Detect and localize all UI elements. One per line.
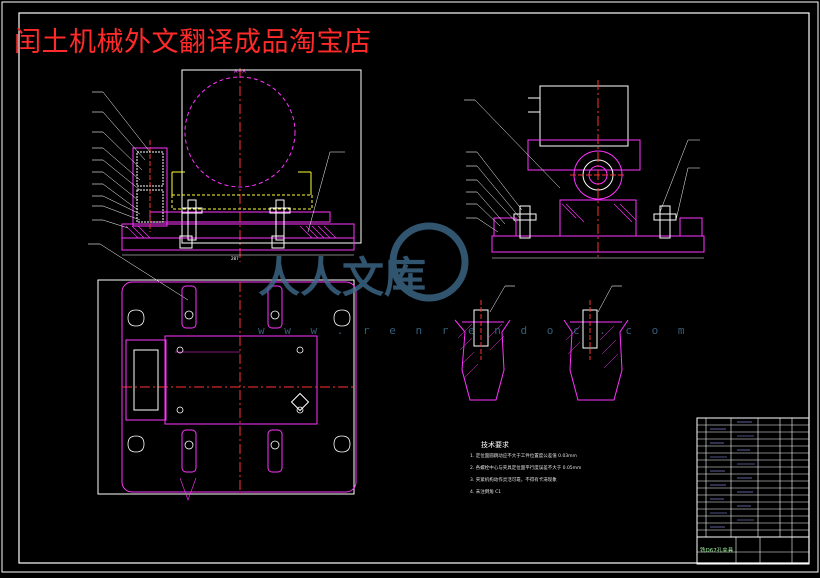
parts-list-table	[696, 417, 810, 565]
watermark: 人人文库	[258, 222, 469, 302]
side-view	[464, 80, 705, 259]
clamp-slots	[181, 285, 283, 473]
parts-list-rows	[697, 424, 809, 538]
section-detail-left	[454, 285, 515, 401]
watermark-glyphs: 人人文库	[258, 253, 426, 302]
inner-frame	[18, 12, 810, 564]
tech-requirement-item: 3. 夹紧机构动作灵活可靠，不得有卡滞现象	[470, 478, 557, 483]
front-view: A—A 287	[88, 68, 362, 301]
workpiece-base-hidden	[171, 194, 313, 210]
top-view	[97, 279, 357, 501]
tech-requirement-item: 1. 定位面圆跳动应不大于工件位置度公差值 0.03mm	[470, 454, 577, 459]
tech-requirement-item: 2. 各螺栓中心与夹具定位面平行度误差不大于 0.05mm	[470, 466, 582, 471]
shop-title-overlay: 闰土机械外文翻译成品淘宝店	[14, 27, 372, 58]
workpiece-footprint	[164, 335, 318, 425]
fixture-bottom-plate	[121, 237, 355, 251]
workpiece-outline	[181, 69, 362, 244]
bearing-bore-circle	[184, 76, 296, 188]
svg-text:287: 287	[231, 256, 239, 261]
left-clamp-bolt	[187, 199, 197, 241]
tech-requirements-title: 技术要求	[481, 441, 509, 449]
section-mark-top: A—A	[234, 69, 246, 75]
parts-list-cell-marks	[710, 421, 755, 528]
side-support-top	[125, 339, 167, 421]
title-block-drawing-name: 铣D67孔夹具	[700, 548, 734, 554]
workpiece-side-outline	[539, 85, 629, 147]
tech-requirement-item: 4. 未注倒角 C1	[470, 490, 502, 495]
section-detail-right	[563, 285, 629, 401]
right-clamp-bolt	[275, 199, 285, 241]
top-view-frame	[97, 279, 355, 495]
side-base-plate	[491, 235, 705, 253]
side-leaders	[474, 99, 700, 233]
watermark-site-text: w w w . r e n r e n d o c . c o m	[258, 324, 692, 337]
watermark-ring	[389, 222, 469, 302]
front-leaders	[99, 91, 345, 301]
